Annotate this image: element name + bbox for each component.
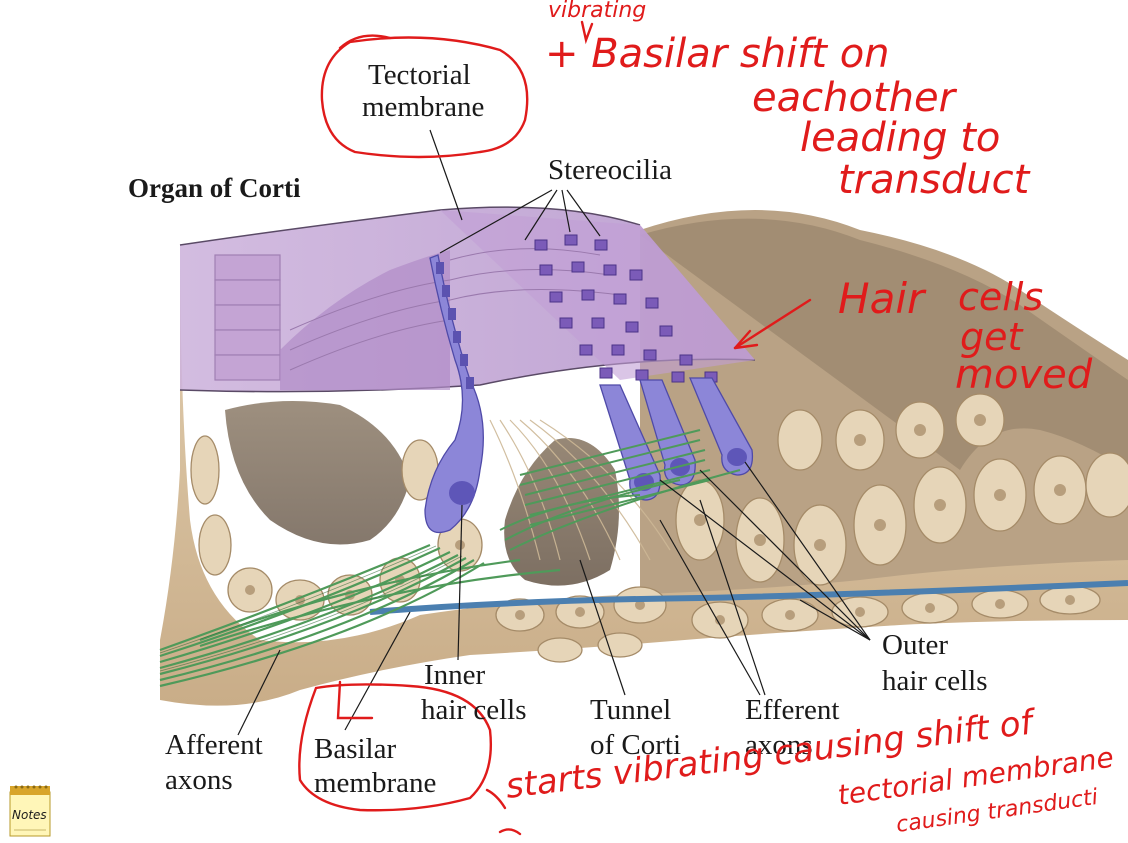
annotation-hair-line3: get [960,315,1023,359]
efferent-axons-label-line1: Efferent [745,694,840,726]
annotation-hair-line1: Hair [838,274,925,323]
notes-button[interactable]: Notes [4,782,54,838]
leader-lines [237,129,871,736]
basilar-membrane-band [369,580,1128,615]
outer-hair-cells-label-line2: hair cells [882,665,988,697]
notepad-icon [9,785,51,837]
annotation-basilar-line4: transduct [838,157,1030,203]
tectorial-membrane-label-line1: Tectorial [368,59,471,91]
stereocilia-grid [534,234,718,383]
inner-hair-cells-label-line2: hair cells [421,694,527,726]
annotation-basilar-line3: leading to [800,115,1001,161]
annotation-hair-line2: cells [958,275,1044,319]
pillar-fibres [489,419,671,561]
afferent-axons [159,543,561,688]
diagram-title: Organ of Corti [128,173,301,203]
basilar-membrane-label-line1: Basilar [314,733,397,765]
inner-hair-cell [424,254,484,534]
annotation-vibrating: vibrating [548,0,647,23]
stereocilia-label: Stereocilia [548,154,673,186]
ink-strokes [298,20,812,836]
tunnel-of-corti-label-line1: Tunnel [590,694,672,726]
afferent-axons-label-line1: Afferent [165,729,263,761]
annotation-basilar-line1: + Basilar shift on [545,31,890,77]
afferent-axons-label-line2: axons [165,764,233,796]
annotation-hair-line4: moved [955,352,1093,398]
outer-hair-cells-label-line1: Outer [882,629,949,661]
annotation-basilar-line2: eachother [752,75,956,121]
basilar-membrane-label-line2: membrane [314,767,437,799]
efferent-axons [499,429,741,551]
efferent-axons-label-line2: axons [745,729,813,761]
tectorial-membrane-label-line2: membrane [362,91,485,123]
inner-hair-cells-label-line1: Inner [424,659,486,691]
notes-label: Notes [12,808,47,822]
tunnel-of-corti-label-line2: of Corti [590,729,682,761]
